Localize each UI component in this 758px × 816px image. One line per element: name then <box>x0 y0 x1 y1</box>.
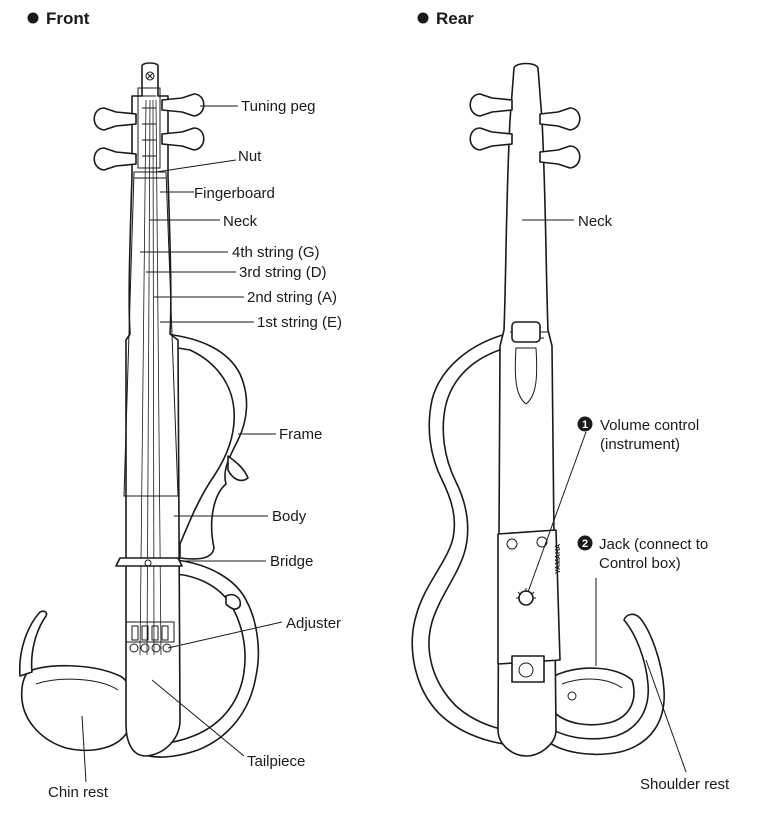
front-violin-drawing <box>18 62 260 758</box>
rear-shoulder-rest <box>545 613 665 756</box>
label-jack-sub: Control box) <box>599 555 681 572</box>
front-frame-wing <box>225 593 242 610</box>
label-tuning-peg: Tuning peg <box>241 98 316 115</box>
rear-violin-drawing: YAMAHA <box>411 62 665 757</box>
label-nut: Nut <box>238 148 262 165</box>
front-bridge <box>115 557 183 567</box>
front-chin-rest <box>20 664 133 752</box>
label-volume-control-sub: (instrument) <box>600 436 680 453</box>
rear-brand-mark: YAMAHA <box>555 544 562 574</box>
jack-number-text: 2 <box>582 538 588 550</box>
rear-header-text: Rear <box>436 9 474 28</box>
label-bridge: Bridge <box>270 553 313 570</box>
jack-number-badge <box>577 535 593 551</box>
front-leader-lines <box>81 105 283 783</box>
label-adjuster: Adjuster <box>286 615 341 632</box>
front-bullet-icon <box>27 12 39 24</box>
front-neck-body <box>125 62 181 757</box>
label-frame: Frame <box>279 426 322 443</box>
label-string-4: 4th string (G) <box>232 244 320 261</box>
front-fingerboard <box>123 171 179 497</box>
label-jack: Jack (connect to <box>599 536 708 553</box>
label-fingerboard: Fingerboard <box>194 185 275 202</box>
front-header: Front <box>27 9 90 28</box>
volume-number-text: 1 <box>582 419 588 431</box>
front-frame-upper <box>165 333 248 560</box>
label-chin-rest: Chin rest <box>48 784 109 801</box>
label-body: Body <box>272 508 307 525</box>
rear-jack-housing <box>511 655 545 683</box>
label-front-neck: Neck <box>223 213 258 230</box>
front-header-text: Front <box>46 9 90 28</box>
front-adjuster-plate <box>125 621 175 643</box>
label-string-2: 2nd string (A) <box>247 289 337 306</box>
volume-knob-icon <box>518 590 534 606</box>
rear-tuning-pegs <box>469 93 581 169</box>
front-chin-hook <box>18 610 48 677</box>
label-string-1: 1st string (E) <box>257 314 342 331</box>
label-rear-neck: Neck <box>578 213 613 230</box>
front-labels: Tuning peg Nut Fingerboard Neck 4th stri… <box>48 98 342 801</box>
label-volume-control: Volume control <box>600 417 699 434</box>
volume-number-badge <box>577 416 593 432</box>
rear-bullet-icon <box>417 12 429 24</box>
front-tuning-pegs <box>93 93 205 171</box>
rear-leader-lines <box>522 219 687 773</box>
label-tailpiece: Tailpiece <box>247 753 305 770</box>
label-shoulder-rest: Shoulder rest <box>640 776 730 793</box>
label-string-3: 3rd string (D) <box>239 264 327 281</box>
rear-header: Rear <box>417 9 474 28</box>
rear-labels: Neck 1 Volume control (instrument) 2 Jac… <box>577 213 730 793</box>
